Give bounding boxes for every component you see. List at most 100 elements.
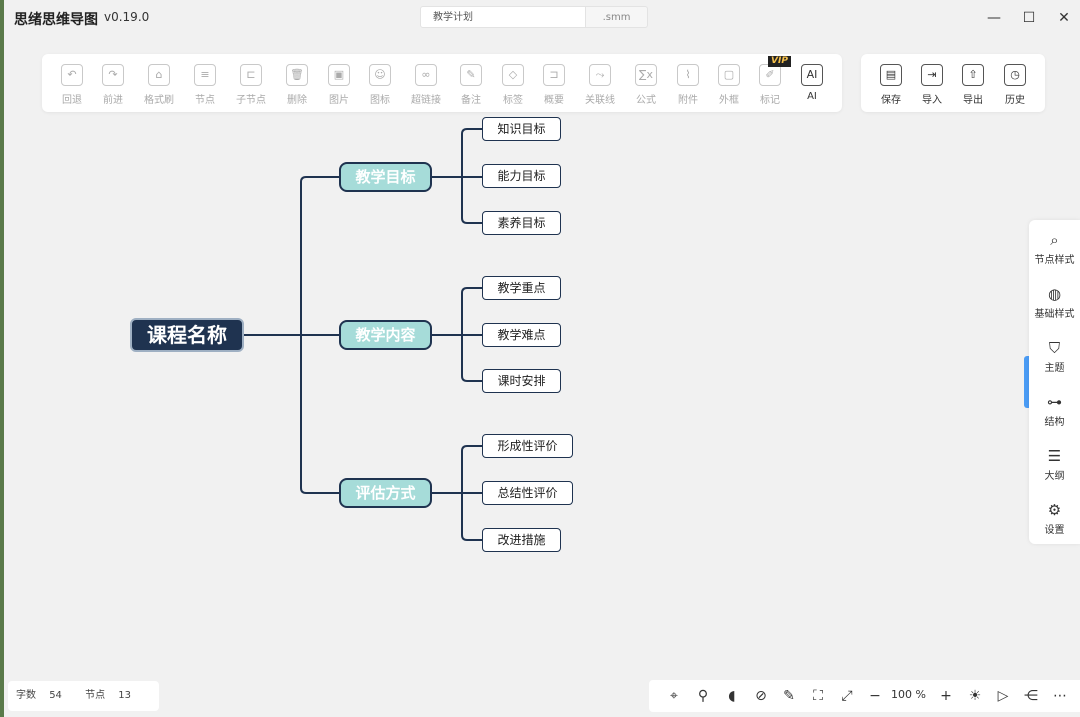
- theme-label: 主题: [1044, 363, 1065, 374]
- leaf-node[interactable]: 总结性评价: [482, 481, 573, 505]
- shirt-icon: ⛉: [1048, 339, 1061, 357]
- frame-icon: ▢: [718, 64, 740, 86]
- vip-badge: VIP: [768, 56, 791, 67]
- file-toolbar: ▤保存 ⇥导入 ⇧导出 ◷历史: [861, 54, 1045, 112]
- presentation-icon[interactable]: ▷: [997, 688, 1009, 704]
- attachment-button[interactable]: ⌇ 附件: [666, 64, 710, 106]
- sun-icon[interactable]: ☀: [968, 688, 982, 704]
- edit-icon[interactable]: ✎: [783, 688, 795, 704]
- leaf-node[interactable]: 课时安排: [482, 369, 561, 393]
- maximize-button[interactable]: ☐: [1022, 10, 1036, 26]
- association-line-label: 关联线: [585, 95, 615, 106]
- settings-tab[interactable]: ⚙设置: [1029, 500, 1080, 536]
- palette-icon: ◍: [1047, 285, 1062, 303]
- leaf-node[interactable]: 知识目标: [482, 117, 561, 141]
- image-icon: ▣: [328, 64, 350, 86]
- marker-icon: ✐: [759, 64, 781, 86]
- mouse-icon[interactable]: ◖: [728, 688, 736, 704]
- tag-button[interactable]: ◇标签: [491, 64, 535, 106]
- zoom-level: 100 %: [891, 688, 926, 701]
- leaf-node[interactable]: 能力目标: [482, 164, 561, 188]
- file-name-input[interactable]: 教学计划: [420, 6, 586, 28]
- theme-tab[interactable]: ⛉ 主题: [1029, 338, 1080, 374]
- redo-label: 前进: [103, 95, 123, 106]
- edit-toolbar: ↶回退 ↷前进 ⌂ 格式刷 ≡节点 ⊏子节点 🗑删除 ▣ 图片 ☺图标 ∞超链接 ✎…: [42, 54, 842, 112]
- outline-tab[interactable]: ☰大纲: [1029, 446, 1080, 482]
- format-painter-label: 格式刷: [144, 95, 174, 106]
- note-icon: ✎: [460, 64, 482, 86]
- base-style-tab[interactable]: ◍基础样式: [1029, 284, 1080, 320]
- branch-node-assessment[interactable]: 评估方式: [339, 478, 432, 508]
- hyperlink-button[interactable]: ∞超链接: [404, 64, 448, 106]
- branch-node-teaching-content[interactable]: 教学内容: [339, 320, 432, 350]
- child-node-icon: ⊏: [240, 64, 262, 86]
- delete-button[interactable]: 🗑删除: [275, 64, 319, 106]
- redo-button[interactable]: ↷前进: [91, 64, 135, 106]
- add-child-node-button[interactable]: ⊏子节点: [229, 64, 273, 106]
- search-icon[interactable]: ⚲: [697, 688, 709, 704]
- app-version: v0.19.0: [104, 10, 150, 24]
- compass-icon[interactable]: ⊘: [755, 688, 767, 704]
- history-button[interactable]: ◷历史: [993, 64, 1037, 106]
- side-panel: ⌕节点样式 ◍基础样式 ⛉ 主题 ⊶结构 ☰大纲 ⚙设置: [1029, 220, 1080, 544]
- export-button[interactable]: ⇧导出: [951, 64, 995, 106]
- association-line-button[interactable]: ⤳关联线: [578, 64, 622, 106]
- add-node-button[interactable]: ≡节点: [183, 64, 227, 106]
- fullscreen-icon[interactable]: ⤢: [841, 688, 853, 704]
- root-node[interactable]: 课程名称: [130, 318, 244, 352]
- zoom-in-icon[interactable]: +: [940, 688, 952, 704]
- connector-lines: [244, 128, 482, 541]
- bottom-toolbar: ⌖ ⚲ ◖ ⊘ ✎ ⛶ ⤢ − 100 % + ☀ ▷ ⋲ ⋯: [649, 680, 1080, 712]
- image-label: 图片: [329, 95, 349, 106]
- note-button[interactable]: ✎备注: [449, 64, 493, 106]
- word-count-label: 字数: [16, 690, 36, 701]
- structure-tab[interactable]: ⊶结构: [1029, 392, 1080, 428]
- leaf-node[interactable]: 教学重点: [482, 276, 561, 300]
- node-count: 节点 13: [85, 690, 141, 701]
- leaf-node[interactable]: 形成性评价: [482, 434, 573, 458]
- more-icon[interactable]: ⋯: [1053, 688, 1067, 704]
- history-icon: ◷: [1004, 64, 1026, 86]
- outer-frame-label: 外框: [719, 95, 739, 106]
- hyperlink-label: 超链接: [411, 95, 441, 106]
- paperclip-icon: ⌇: [677, 64, 699, 86]
- title-bar: 思绪思维导图 v0.19.0 教学计划 .smm — ☐ ✕: [4, 0, 1080, 36]
- save-button[interactable]: ▤保存: [869, 64, 913, 106]
- fit-view-icon[interactable]: ⛶: [813, 688, 823, 704]
- sigma-icon: ∑x: [635, 64, 657, 86]
- import-button[interactable]: ⇥导入: [910, 64, 954, 106]
- close-button[interactable]: ✕: [1058, 10, 1070, 26]
- node-count-value: 13: [118, 690, 132, 701]
- icon-button[interactable]: ☺图标: [358, 64, 402, 106]
- outer-frame-button[interactable]: ▢ 外框: [707, 64, 751, 106]
- locate-root-icon[interactable]: ⌖: [670, 688, 678, 704]
- mindmap-canvas[interactable]: 课程名称 教学目标 教学内容 评估方式 知识目标 能力目标 素养目标 教学重点 …: [4, 112, 1080, 672]
- mark-label: 标记: [760, 95, 780, 106]
- node-style-label: 节点样式: [1034, 255, 1075, 266]
- node-style-tab[interactable]: ⌕节点样式: [1029, 230, 1080, 266]
- summary-button[interactable]: ⊐概要: [532, 64, 576, 106]
- node-count-label: 节点: [85, 690, 106, 701]
- zoom-unit: %: [915, 688, 926, 701]
- leaf-node[interactable]: 改进措施: [482, 528, 561, 552]
- export-icon: ⇧: [962, 64, 984, 86]
- undo-button[interactable]: ↶回退: [50, 64, 94, 106]
- save-label: 保存: [881, 95, 901, 106]
- summary-label: 概要: [544, 95, 564, 106]
- format-painter-button[interactable]: ⌂ 格式刷: [137, 64, 181, 106]
- add-node-label: 节点: [195, 95, 215, 106]
- zoom-out-icon[interactable]: −: [869, 688, 881, 704]
- leaf-node[interactable]: 素养目标: [482, 211, 561, 235]
- word-count-value: 54: [49, 690, 62, 701]
- branch-node-teaching-goals[interactable]: 教学目标: [339, 162, 432, 192]
- mark-button[interactable]: ✐ 标记: [748, 64, 792, 106]
- brush-icon: ⌂: [148, 64, 170, 86]
- outline-toggle-icon[interactable]: ⋲: [1024, 688, 1038, 704]
- image-button[interactable]: ▣ 图片: [317, 64, 361, 106]
- tag-label: 标签: [503, 95, 523, 106]
- attachment-label: 附件: [678, 95, 698, 106]
- leaf-node[interactable]: 教学难点: [482, 323, 561, 347]
- minimize-button[interactable]: —: [987, 10, 1001, 26]
